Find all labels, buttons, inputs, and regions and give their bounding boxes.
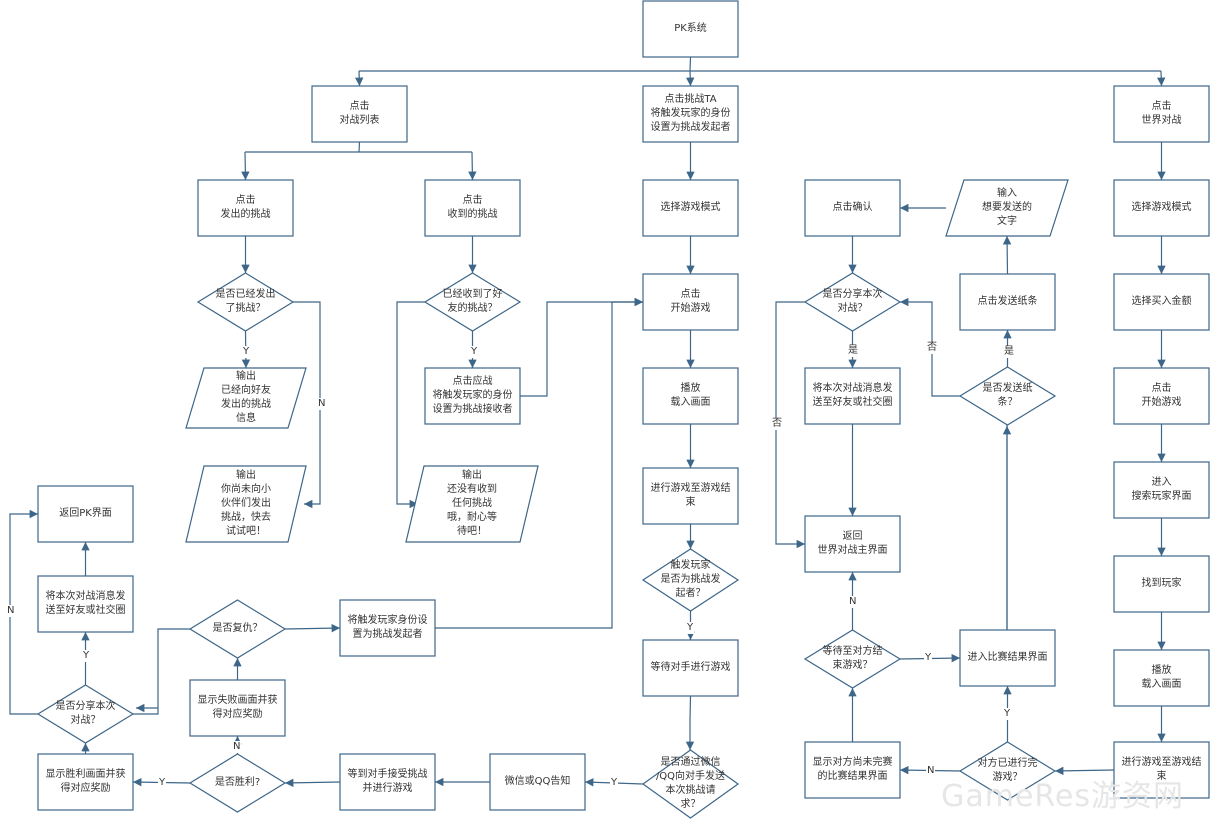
edge-label-sent-n: N: [317, 398, 327, 410]
shape-click-start-right: [1113, 367, 1210, 425]
shape-show-unfinished: [804, 741, 901, 799]
shape-q-share-right: [803, 272, 902, 332]
edge-label-notify-y: Y: [610, 777, 619, 789]
shape-play-to-end-right: [1113, 741, 1210, 799]
shape-click-send-note: [959, 273, 1056, 331]
shape-click-world-battle: [1113, 85, 1210, 143]
edge-label-share-left-y: Y: [82, 650, 91, 662]
shape-click-sent-challenges: [197, 179, 294, 237]
shape-q-passed-notify: [641, 749, 740, 819]
edge-label-share-right-no: 否: [771, 418, 783, 430]
shape-play-to-end-center: [642, 467, 739, 525]
shape-enter-search: [1113, 461, 1210, 519]
edge-label-share-left-n: N: [6, 605, 16, 617]
shape-wait-accept: [339, 753, 436, 811]
shape-return-world-main: [804, 515, 901, 573]
connector-5: [358, 141, 361, 153]
shape-show-fail: [189, 679, 286, 737]
connector-2: [355, 70, 364, 87]
shape-play-load-center: [642, 367, 739, 425]
connector-3: [686, 70, 695, 87]
shape-q-revenge: [188, 599, 287, 659]
connector-53: [1002, 235, 1012, 275]
shape-play-load-right: [1113, 649, 1210, 707]
shape-q-share-left: [36, 684, 135, 744]
connector-30: [435, 297, 643, 629]
connector-4: [1157, 70, 1166, 87]
shape-click-confirm: [804, 179, 901, 237]
connector-8: [468, 151, 477, 181]
edge-label-share-right-yes: 是: [847, 345, 859, 357]
connector-0: [689, 56, 692, 72]
shape-send-result-right: [804, 367, 901, 425]
shape-q-initiator: [641, 548, 740, 612]
shape-output-no-sent: [185, 465, 307, 543]
edge-label-wait-finish-y: Y: [924, 652, 933, 664]
edge-label-note-yes: 是: [1003, 346, 1015, 358]
shape-find-player: [1113, 555, 1210, 613]
shape-output-no-received: [405, 465, 539, 543]
edge-label-win-y: Y: [158, 777, 167, 789]
connector-14: [396, 301, 425, 509]
shape-click-received-challenges: [424, 179, 521, 237]
shape-set-initiator: [339, 599, 436, 657]
connector-29: [284, 623, 341, 633]
connector-50: [1006, 425, 1056, 659]
connector-25: [284, 778, 341, 788]
edge-label-opponent-done-y: Y: [1003, 708, 1012, 720]
shape-q-wait-finish: [803, 629, 902, 689]
shape-q-sent-challenge: [196, 272, 295, 332]
shape-select-buyin: [1113, 273, 1210, 331]
edge-label-received-y: Y: [470, 346, 479, 358]
shape-send-result-left: [37, 575, 134, 633]
edge-label-wait-finish-n: N: [848, 596, 858, 608]
shape-q-opponent-done: [958, 741, 1057, 801]
shape-input-text: [945, 179, 1069, 237]
edge-label-win-n: N: [232, 741, 242, 753]
connector-15: [520, 297, 643, 397]
shape-select-mode-right: [1113, 179, 1210, 237]
shape-click-battle-list: [311, 85, 408, 143]
shape-click-start-center: [642, 273, 739, 331]
edge-label-note-no: 否: [926, 342, 938, 354]
watermark: GameRes游资网: [941, 779, 1184, 814]
shape-enter-result: [959, 629, 1056, 687]
connector-44: [1054, 766, 1115, 776]
edge-label-initiator-y: Y: [686, 622, 695, 634]
shape-q-send-note: [958, 366, 1057, 426]
edge-label-opponent-done-n: N: [926, 765, 936, 777]
shape-q-received-challenge: [423, 272, 522, 332]
shape-return-pk: [37, 485, 134, 543]
shape-q-win: [188, 753, 287, 813]
connector-22: [685, 695, 695, 750]
shape-pk-system: [642, 0, 739, 58]
shape-select-mode-center: [642, 179, 739, 237]
shape-notify: [489, 753, 586, 811]
shape-click-accept: [424, 367, 521, 425]
edge-label-sent-y: Y: [242, 346, 251, 358]
shape-show-win: [37, 753, 134, 811]
shape-wait-opponent: [642, 639, 739, 697]
connector-32: [133, 628, 190, 715]
shape-output-sent-info: [185, 367, 307, 429]
connector-7: [241, 151, 250, 181]
shape-click-challenge-ta: [642, 85, 739, 143]
